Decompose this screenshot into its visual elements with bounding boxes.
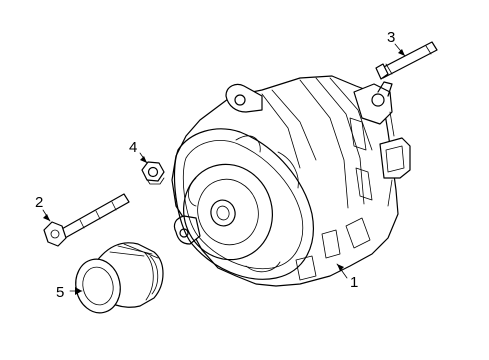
callout-alternator: 1 (350, 274, 358, 291)
callout-stud: 3 (387, 29, 395, 46)
alternator (171, 75, 411, 287)
stud (375, 41, 438, 80)
bolt (43, 193, 130, 247)
nut (141, 161, 165, 185)
leader-lines (42, 43, 406, 295)
callout-nut: 4 (129, 139, 137, 156)
callout-bolt: 2 (35, 194, 43, 211)
pulley (75, 242, 164, 314)
callout-pulley: 5 (56, 284, 64, 301)
